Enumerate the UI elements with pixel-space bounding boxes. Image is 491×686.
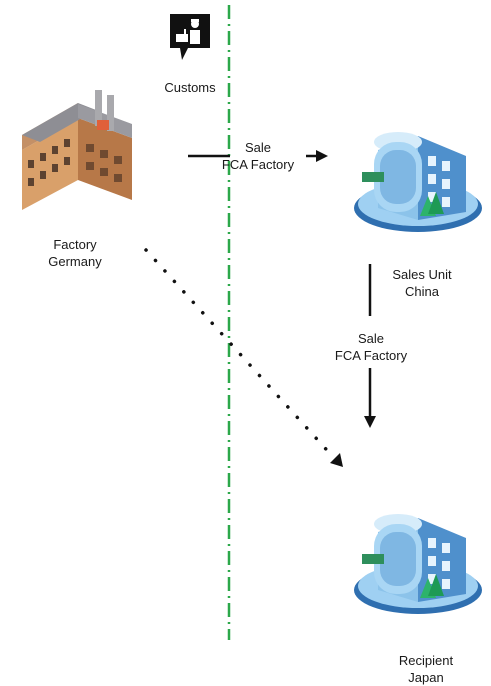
sales-unit-building-icon <box>354 132 482 232</box>
factory-label: Factory Germany <box>30 236 120 270</box>
sale-flow-right-line2: FCA Factory <box>334 348 408 363</box>
sale-flow-top-label: Sale FCA Factory <box>200 139 316 173</box>
sales-unit-label: Sales Unit China <box>372 266 472 300</box>
customs-label: Customs <box>150 79 230 96</box>
sale-flow-right-label: Sale FCA Factory <box>313 330 429 364</box>
customs-label-text: Customs <box>164 80 216 95</box>
factory-label-line2: Germany <box>48 254 102 269</box>
delivery-dotted-arrow <box>144 248 343 467</box>
sales-unit-label-line1: Sales Unit <box>392 267 452 282</box>
sale-flow-top-line2: FCA Factory <box>221 157 295 172</box>
sale-arrow-top <box>188 150 328 162</box>
sale-arrow-down <box>364 264 376 428</box>
customs-officer-icon <box>170 14 210 60</box>
sale-flow-top-line1: Sale <box>244 140 272 155</box>
recipient-label-line1: Recipient <box>398 653 454 668</box>
sales-unit-label-line2: China <box>405 284 439 299</box>
recipient-label-line2: Japan <box>408 670 444 685</box>
recipient-label: Recipient Japan <box>376 652 476 686</box>
factory-label-line1: Factory <box>53 237 97 252</box>
factory-icon <box>22 90 132 210</box>
recipient-building-icon <box>354 514 482 614</box>
sale-flow-right-line1: Sale <box>357 331 385 346</box>
